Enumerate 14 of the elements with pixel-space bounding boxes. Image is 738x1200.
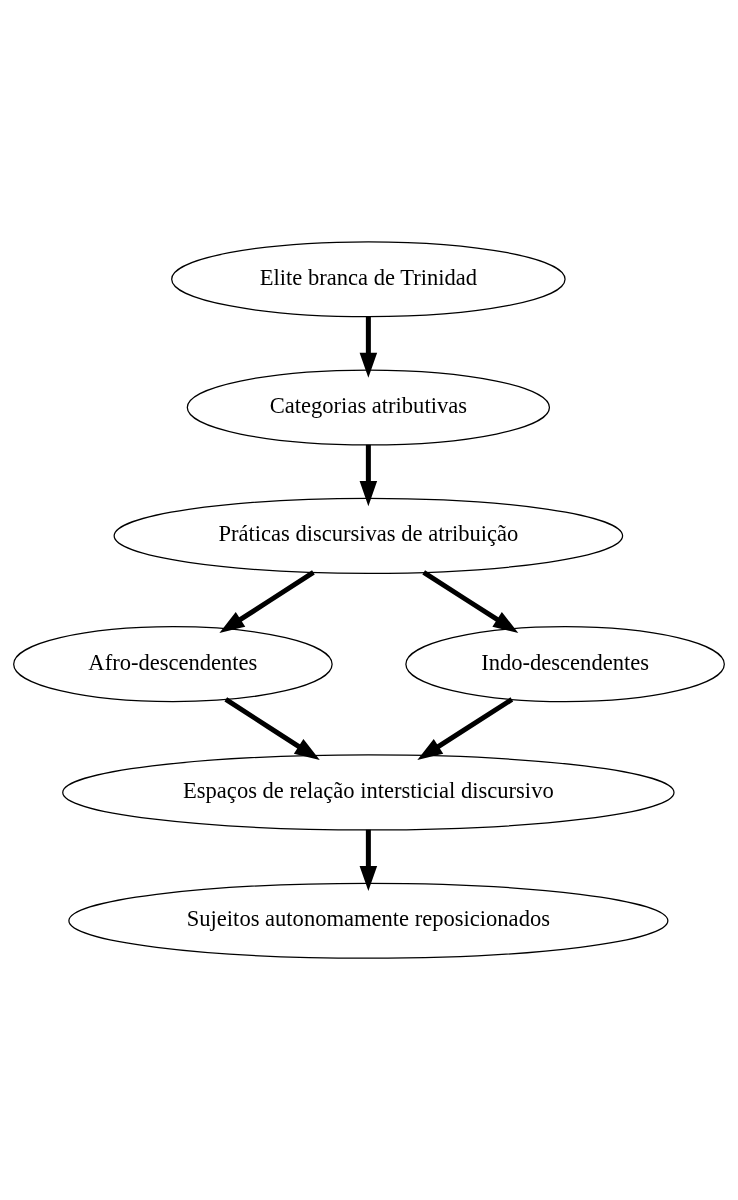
arrow xyxy=(417,697,514,760)
node-ellipse: Elite branca de Trinidad xyxy=(171,241,566,318)
arrow xyxy=(422,570,519,633)
arrow xyxy=(219,570,315,633)
arrow xyxy=(224,697,320,760)
node-ellipse: Indo-descendentes xyxy=(405,626,725,703)
arrow xyxy=(359,444,378,507)
node-ellipse: Espaços de relação intersticial discursivo xyxy=(62,754,675,831)
arrow xyxy=(359,829,378,892)
arrow xyxy=(359,316,378,378)
node-ellipse: Afro-descendentes xyxy=(13,626,333,703)
node-ellipse: Práticas discursivas de atribuição xyxy=(113,497,624,574)
node-ellipse: Categorias atributivas xyxy=(186,369,551,446)
node-ellipse: Sujeitos autonomamente reposicionados xyxy=(68,882,669,959)
